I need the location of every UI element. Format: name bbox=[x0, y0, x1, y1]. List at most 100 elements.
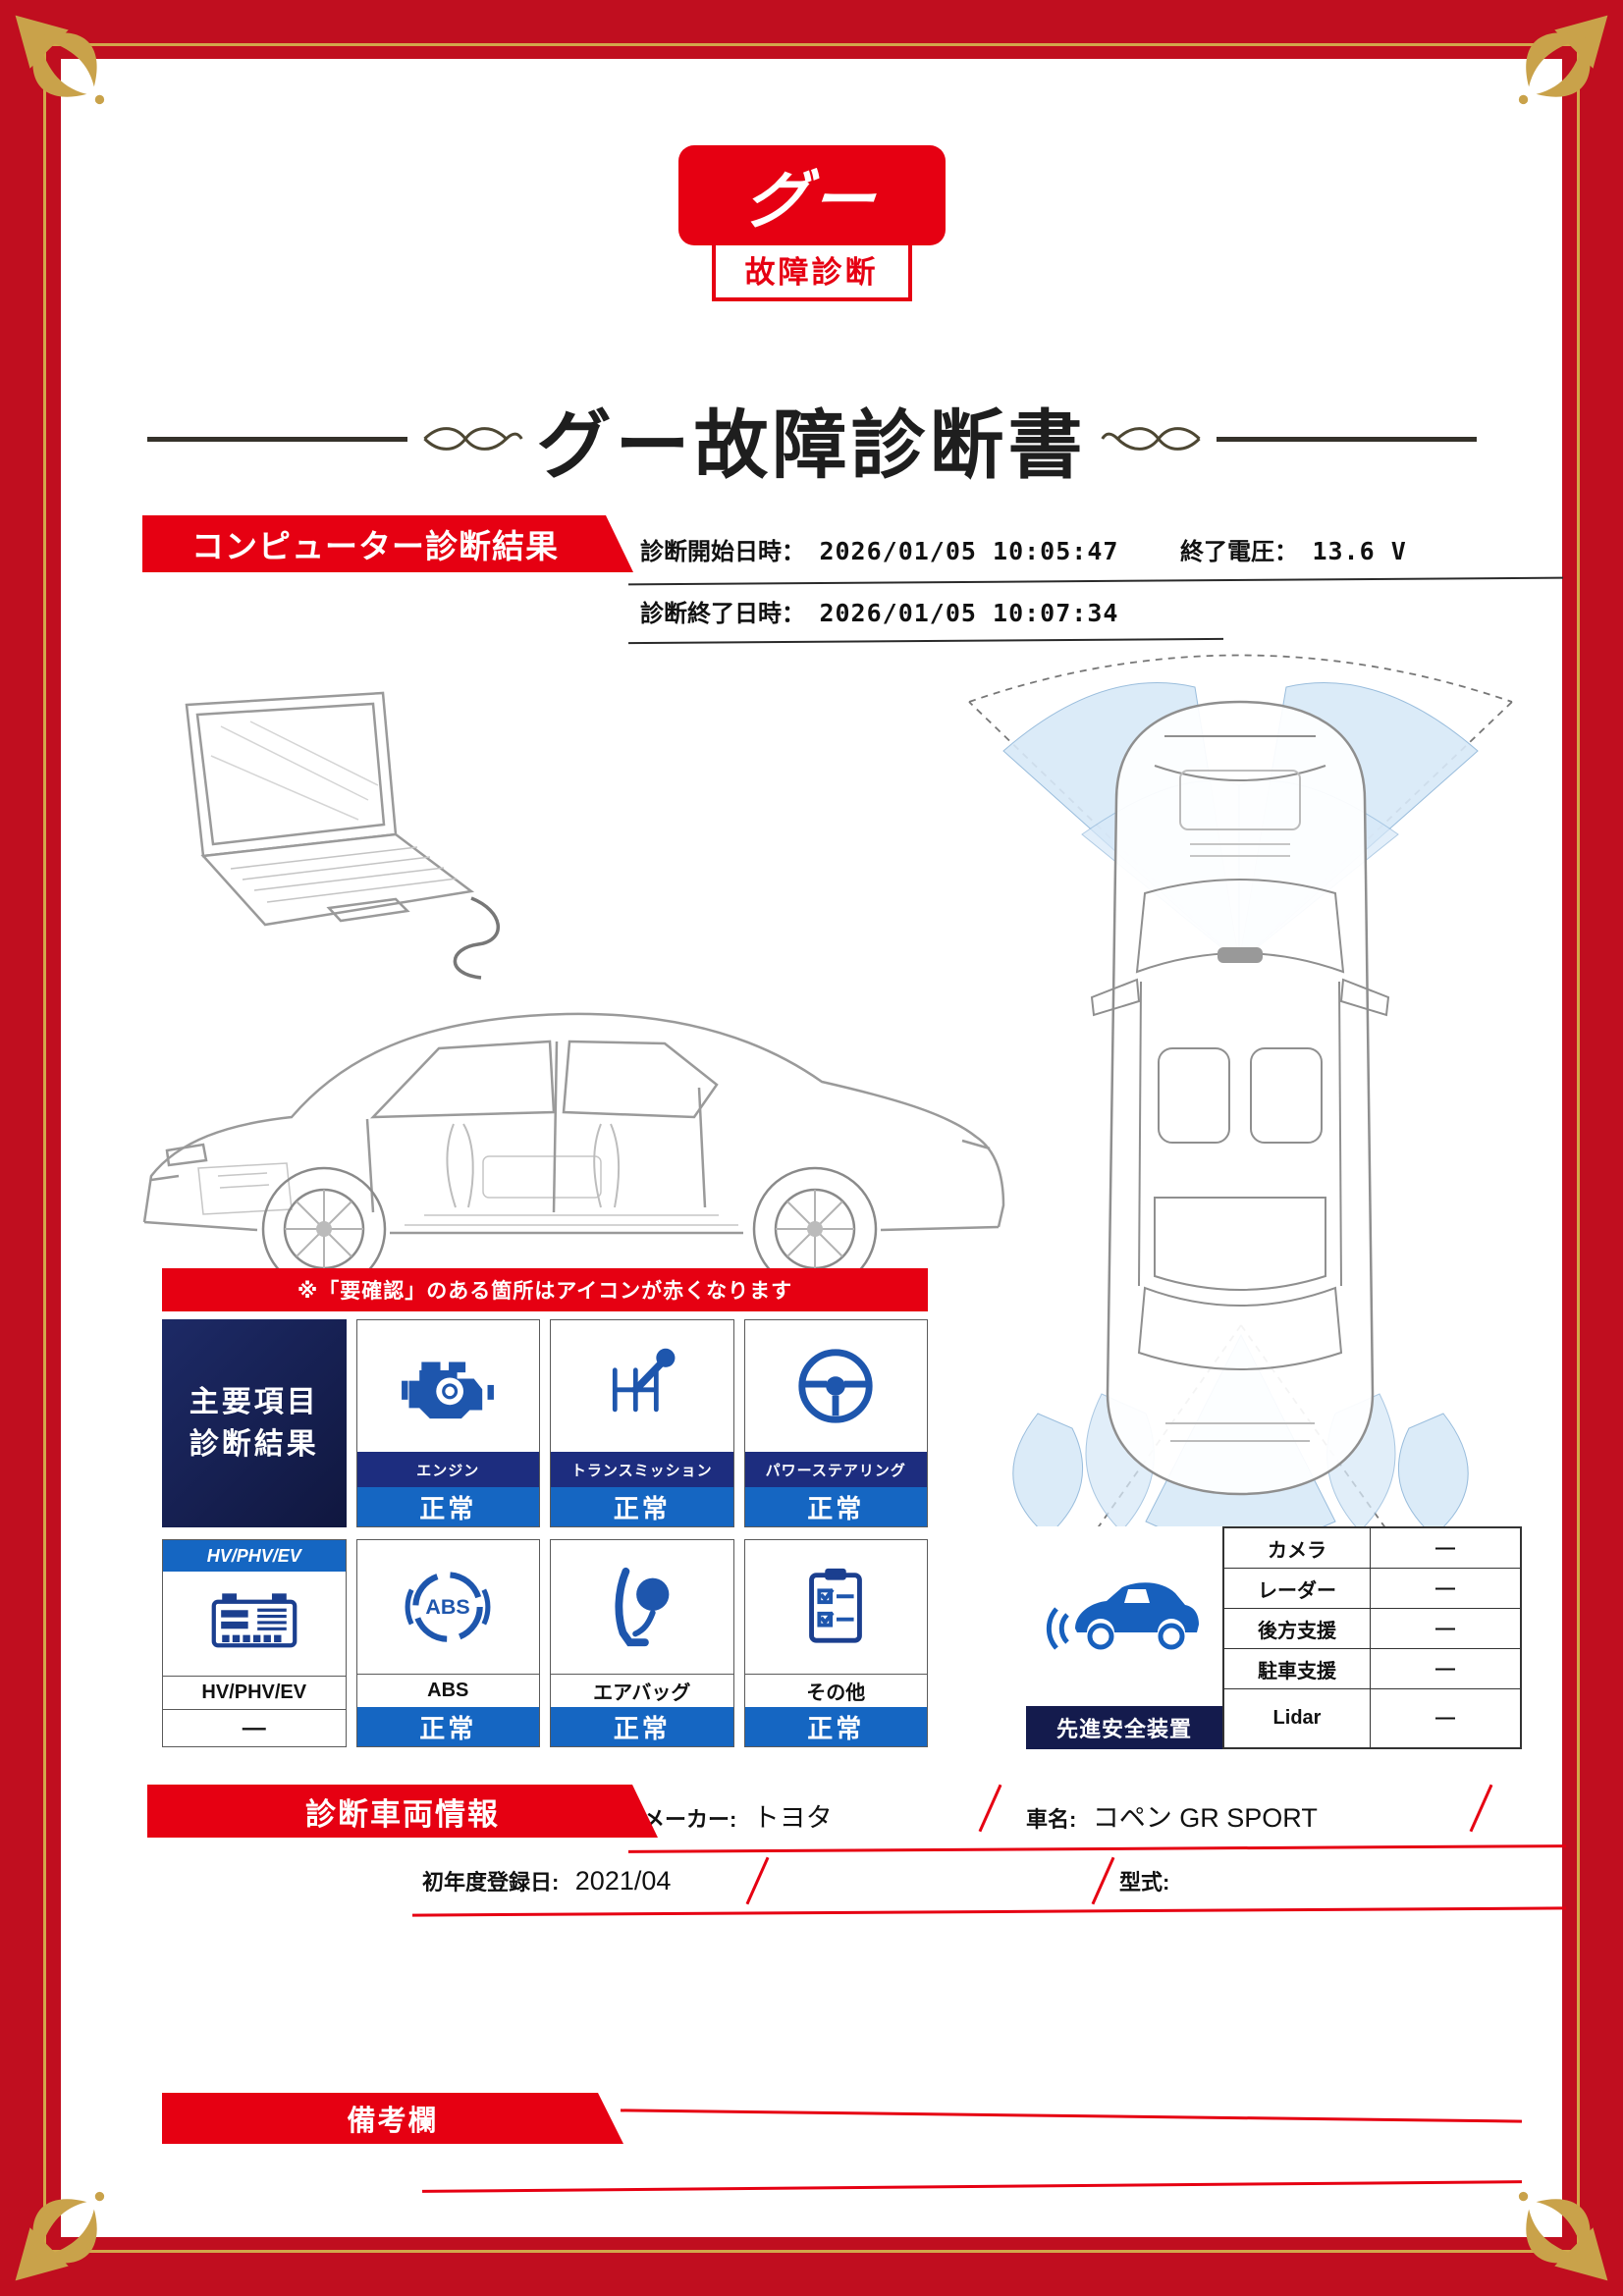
engine-icon bbox=[356, 1320, 539, 1452]
diagnosis-cell-status: 正常 bbox=[356, 1707, 539, 1746]
corner-flourish-icon bbox=[1518, 15, 1608, 105]
safety-row-value: — bbox=[1371, 1649, 1520, 1688]
vehicle-maker-value: トヨタ bbox=[752, 1803, 833, 1833]
end-voltage-row: 終了電圧： 13.6 V bbox=[1180, 532, 1407, 566]
svg-text:ABS: ABS bbox=[426, 1595, 470, 1619]
diagnosis-cell-airbag: エアバッグ 正常 bbox=[550, 1539, 734, 1747]
diagnosis-start-row: 診断開始日時： 2026/01/05 10:05:47 bbox=[640, 532, 1118, 566]
vehicle-maker-label: メーカー: bbox=[643, 1807, 737, 1832]
diagnosis-separator-line bbox=[628, 637, 1223, 645]
goo-logo-red-box: グー bbox=[677, 145, 946, 245]
title-flourish-icon bbox=[1100, 427, 1201, 451]
diagnosis-cell-status: 正常 bbox=[356, 1487, 539, 1526]
main-results-header-line2: 診断結果 bbox=[189, 1428, 319, 1461]
diagnosis-cell-label: パワーステアリング bbox=[744, 1452, 927, 1487]
page-title: グー故障診断書 bbox=[536, 404, 1087, 488]
diagnosis-cell-power-steering: パワーステアリング 正常 bbox=[743, 1319, 928, 1527]
goo-logo-brand-text: グー bbox=[740, 165, 882, 236]
safety-row-name: 後方支援 bbox=[1224, 1609, 1370, 1648]
vehicle-maker-row: メーカー: トヨタ bbox=[643, 1796, 833, 1835]
vehicle-divider-slash bbox=[978, 1784, 1002, 1833]
other-checklist-icon bbox=[744, 1540, 927, 1674]
main-results-header-cell: 主要項目 診断結果 bbox=[162, 1319, 347, 1527]
red-icon-notice-banner: ※「要確認」のある箇所はアイコンが赤くなります bbox=[162, 1268, 928, 1311]
diagnosis-cell-label: その他 bbox=[744, 1674, 927, 1707]
diagnosis-cell-status: 正常 bbox=[744, 1487, 927, 1526]
vehicle-underline bbox=[412, 1906, 1566, 1917]
end-voltage-value: 13.6 V bbox=[1312, 537, 1407, 565]
goo-logo-sub-box: 故障診断 bbox=[711, 241, 912, 301]
abs-icon: ABS bbox=[356, 1540, 539, 1674]
end-voltage-label: 終了電圧： bbox=[1180, 539, 1298, 565]
first-registration-value: 2021/04 bbox=[574, 1866, 672, 1896]
diagnosis-cell-label: ABS bbox=[356, 1674, 539, 1707]
diagnosis-cell-hv-phv-ev: HV/PHV/EV bbox=[162, 1539, 347, 1747]
diagnosis-end-label: 診断終了日時： bbox=[640, 601, 805, 627]
diagnosis-cell-status: 正常 bbox=[551, 1487, 733, 1526]
car-top-view-sensor-illustration bbox=[968, 654, 1513, 1544]
safety-row-name: Lidar bbox=[1224, 1689, 1370, 1747]
section-banner-vehicle-info: 診断車両情報 bbox=[147, 1785, 658, 1838]
title-rule-left bbox=[146, 436, 407, 442]
vehicle-underline bbox=[627, 1844, 1567, 1853]
diagnosis-cell-transmission: トランスミッション 正常 bbox=[550, 1319, 734, 1527]
diagnosis-cell-label: HV/PHV/EV bbox=[163, 1676, 346, 1709]
transmission-icon bbox=[551, 1320, 733, 1452]
vehicle-model-row: 型式: bbox=[1119, 1865, 1181, 1896]
safety-row-value: — bbox=[1371, 1569, 1520, 1608]
diagnosis-cell-label: エンジン bbox=[356, 1452, 539, 1487]
diagnostic-laptop-illustration bbox=[185, 691, 500, 980]
hv-cell-top-label: HV/PHV/EV bbox=[163, 1540, 346, 1572]
safety-row-name: カメラ bbox=[1224, 1528, 1370, 1568]
corner-flourish-icon bbox=[15, 15, 105, 105]
vehicle-divider-slash bbox=[745, 1856, 770, 1905]
safety-row-value: — bbox=[1371, 1689, 1520, 1747]
corner-flourish-icon bbox=[15, 2191, 105, 2281]
vehicle-divider-slash bbox=[1469, 1784, 1493, 1833]
goo-brand-logo: グー 故障診断 bbox=[677, 145, 946, 301]
first-registration-label: 初年度登録日: bbox=[422, 1870, 560, 1895]
advanced-safety-block: 先進安全装置 カメラ — レーダー — 後方支援 — 駐車支援 — Lidar … bbox=[1026, 1526, 1522, 1749]
safety-row-value: — bbox=[1371, 1609, 1520, 1648]
diagnosis-cell-status: 正常 bbox=[551, 1707, 733, 1746]
report-paper: グー 故障診断 グー故障診断書 コンピューター診断結果 診断開始日時： 20 bbox=[61, 59, 1567, 2237]
section-banner-computer-diagnosis: コンピューター診断結果 bbox=[142, 515, 633, 572]
title-flourish-icon bbox=[422, 427, 523, 451]
airbag-icon bbox=[551, 1540, 733, 1674]
diagnosis-cell-label: トランスミッション bbox=[551, 1452, 733, 1487]
gold-frame-line bbox=[43, 43, 1580, 2253]
goo-logo-sub-text: 故障診断 bbox=[744, 255, 879, 290]
diagnosis-cell-label: エアバッグ bbox=[551, 1674, 733, 1707]
vehicle-first-registration-row: 初年度登録日: 2021/04 bbox=[422, 1865, 671, 1896]
diagnosis-start-label: 診断開始日時： bbox=[640, 539, 805, 565]
corner-flourish-icon bbox=[1518, 2191, 1608, 2281]
diagnosis-cell-abs: ABS ABS 正常 bbox=[355, 1539, 540, 1747]
diagnosis-separator-line bbox=[628, 576, 1563, 586]
diagnosis-cell-status: 正常 bbox=[744, 1707, 927, 1746]
safety-row-value: — bbox=[1371, 1528, 1520, 1568]
advanced-safety-left: 先進安全装置 bbox=[1026, 1526, 1222, 1749]
vehicle-name-value: コペン GR SPORT bbox=[1092, 1803, 1318, 1833]
title-rule-right bbox=[1216, 436, 1477, 442]
safety-row-name: レーダー bbox=[1224, 1569, 1370, 1608]
main-diagnosis-grid: 主要項目 診断結果 エンジン 正常 bbox=[162, 1319, 928, 1747]
advanced-safety-table: カメラ — レーダー — 後方支援 — 駐車支援 — Lidar — bbox=[1222, 1526, 1522, 1749]
vehicle-divider-slash bbox=[1091, 1856, 1115, 1905]
diagnosis-end-value: 2026/01/05 10:07:34 bbox=[819, 599, 1119, 627]
remarks-line bbox=[621, 2109, 1522, 2123]
diagnosis-cell-other: その他 正常 bbox=[743, 1539, 928, 1747]
section-banner-remarks: 備考欄 bbox=[162, 2093, 623, 2144]
remarks-line bbox=[422, 2180, 1522, 2193]
hv-battery-icon bbox=[163, 1572, 346, 1676]
diagnosis-cell-engine: エンジン 正常 bbox=[355, 1319, 540, 1527]
safety-car-icon bbox=[1026, 1526, 1222, 1706]
vehicle-name-label: 車名: bbox=[1026, 1807, 1077, 1832]
diagnosis-cell-status: — bbox=[163, 1709, 346, 1746]
vehicle-name-row: 車名: コペン GR SPORT bbox=[1026, 1796, 1318, 1835]
main-results-header-line1: 主要項目 bbox=[189, 1385, 319, 1418]
power-steering-icon bbox=[744, 1320, 927, 1452]
document-title-row: グー故障診断書 bbox=[61, 385, 1562, 493]
model-code-label: 型式: bbox=[1119, 1870, 1170, 1895]
diagnosis-start-value: 2026/01/05 10:05:47 bbox=[819, 537, 1119, 565]
